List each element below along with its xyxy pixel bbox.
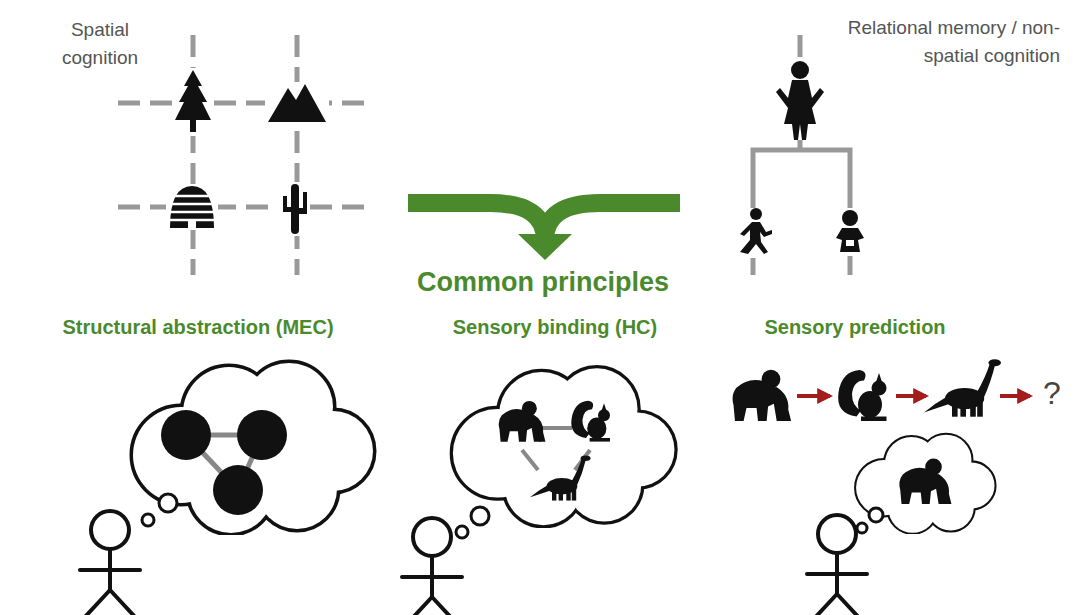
icon-ground — [770, 58, 830, 140]
thought-cloud — [133, 363, 373, 533]
thought-bubble — [857, 523, 867, 533]
thought-bubble — [142, 514, 154, 526]
sequence-arrows — [797, 394, 1030, 398]
graph-nodes — [161, 410, 287, 515]
section-heading: Relational memory / non-spatial cognitio… — [838, 14, 1060, 70]
mountain-icon — [268, 84, 326, 122]
dinosaur-icon — [924, 359, 1001, 416]
child-icon — [740, 208, 772, 254]
icon-ground — [166, 68, 329, 236]
principle-title: Sensory prediction — [725, 314, 985, 340]
squirrel-icon — [838, 370, 886, 421]
gorilla-icon — [899, 459, 951, 504]
grid-line — [118, 205, 366, 210]
tree-icon — [175, 70, 211, 132]
unknown-mark: ? — [1032, 374, 1072, 412]
arrow-head — [518, 234, 572, 260]
dinosaur-icon — [530, 455, 591, 500]
stick-figure — [807, 515, 867, 615]
thought-cloud — [453, 368, 675, 525]
gorilla-icon — [733, 370, 792, 421]
principles-heading: Common principles — [393, 265, 693, 299]
cactus-icon — [283, 184, 307, 234]
squirrel-icon — [571, 401, 610, 442]
thought-cloud — [856, 435, 994, 533]
stick-figure — [402, 518, 462, 615]
thought-bubble — [471, 507, 489, 525]
icon-ground — [733, 208, 773, 258]
beehive-icon — [168, 186, 216, 228]
baby-icon — [836, 210, 864, 252]
woman-icon — [776, 61, 824, 140]
grid-line — [295, 35, 300, 275]
thought-bubble — [456, 526, 468, 538]
section-heading: Spatial cognition — [40, 16, 160, 72]
thought-bubble — [869, 508, 883, 522]
thought-bubble — [159, 494, 177, 512]
spatial-grid — [118, 35, 366, 275]
icon-ground — [832, 208, 870, 256]
principle-title: Structural abstraction (MEC) — [18, 314, 378, 340]
stick-figure — [80, 511, 140, 615]
principle-title: Sensory binding (HC) — [405, 314, 705, 340]
gorilla-icon — [499, 401, 546, 442]
